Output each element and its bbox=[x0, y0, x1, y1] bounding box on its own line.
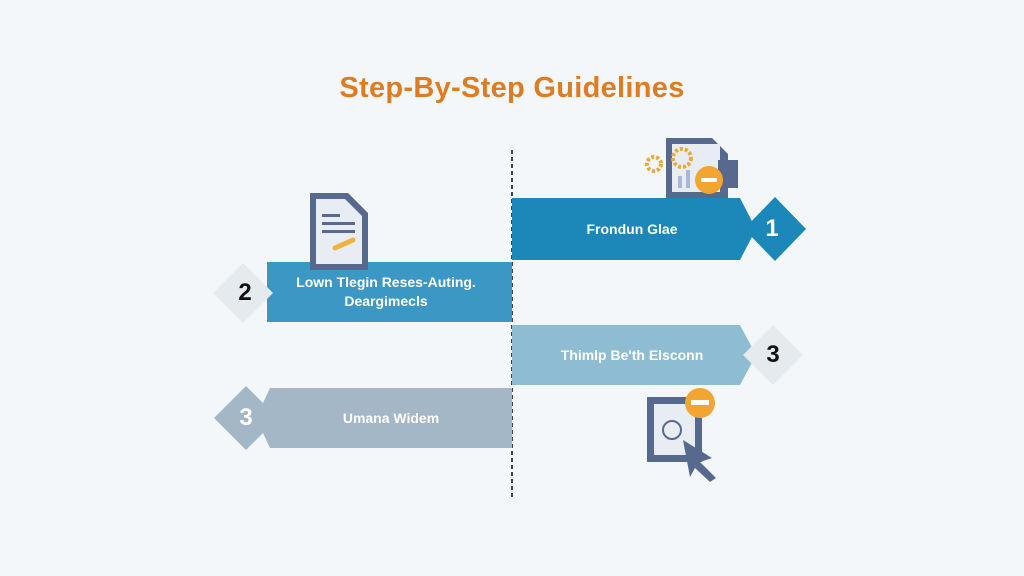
step-1-label: Frondun Glae bbox=[586, 220, 678, 237]
step-3-label: Thimlp Be'th Elsconn bbox=[560, 346, 704, 363]
step-4-number: 3 bbox=[239, 404, 253, 431]
step-1-banner bbox=[512, 198, 756, 260]
document-icon bbox=[310, 193, 368, 270]
settings-report-icon bbox=[645, 138, 738, 198]
step-2-number: 2 bbox=[238, 279, 252, 306]
step-1-diamond bbox=[744, 197, 806, 261]
cursor-window-icon bbox=[647, 388, 716, 482]
step-2-diamond bbox=[213, 263, 273, 323]
page-title: Step-By-Step Guidelines bbox=[339, 72, 685, 104]
step-2-label: Lown Tlegin Reses-Auting. Deargimecls bbox=[296, 274, 476, 309]
step-3-number: 3 bbox=[766, 341, 780, 368]
step-4-banner bbox=[256, 388, 512, 448]
step-3-banner bbox=[512, 325, 756, 385]
step-1-number: 1 bbox=[765, 215, 779, 242]
step-2-banner bbox=[267, 262, 512, 322]
step-4-label: Umana Widem bbox=[342, 409, 440, 426]
step-4-diamond bbox=[214, 386, 278, 450]
step-3-diamond bbox=[743, 325, 803, 385]
